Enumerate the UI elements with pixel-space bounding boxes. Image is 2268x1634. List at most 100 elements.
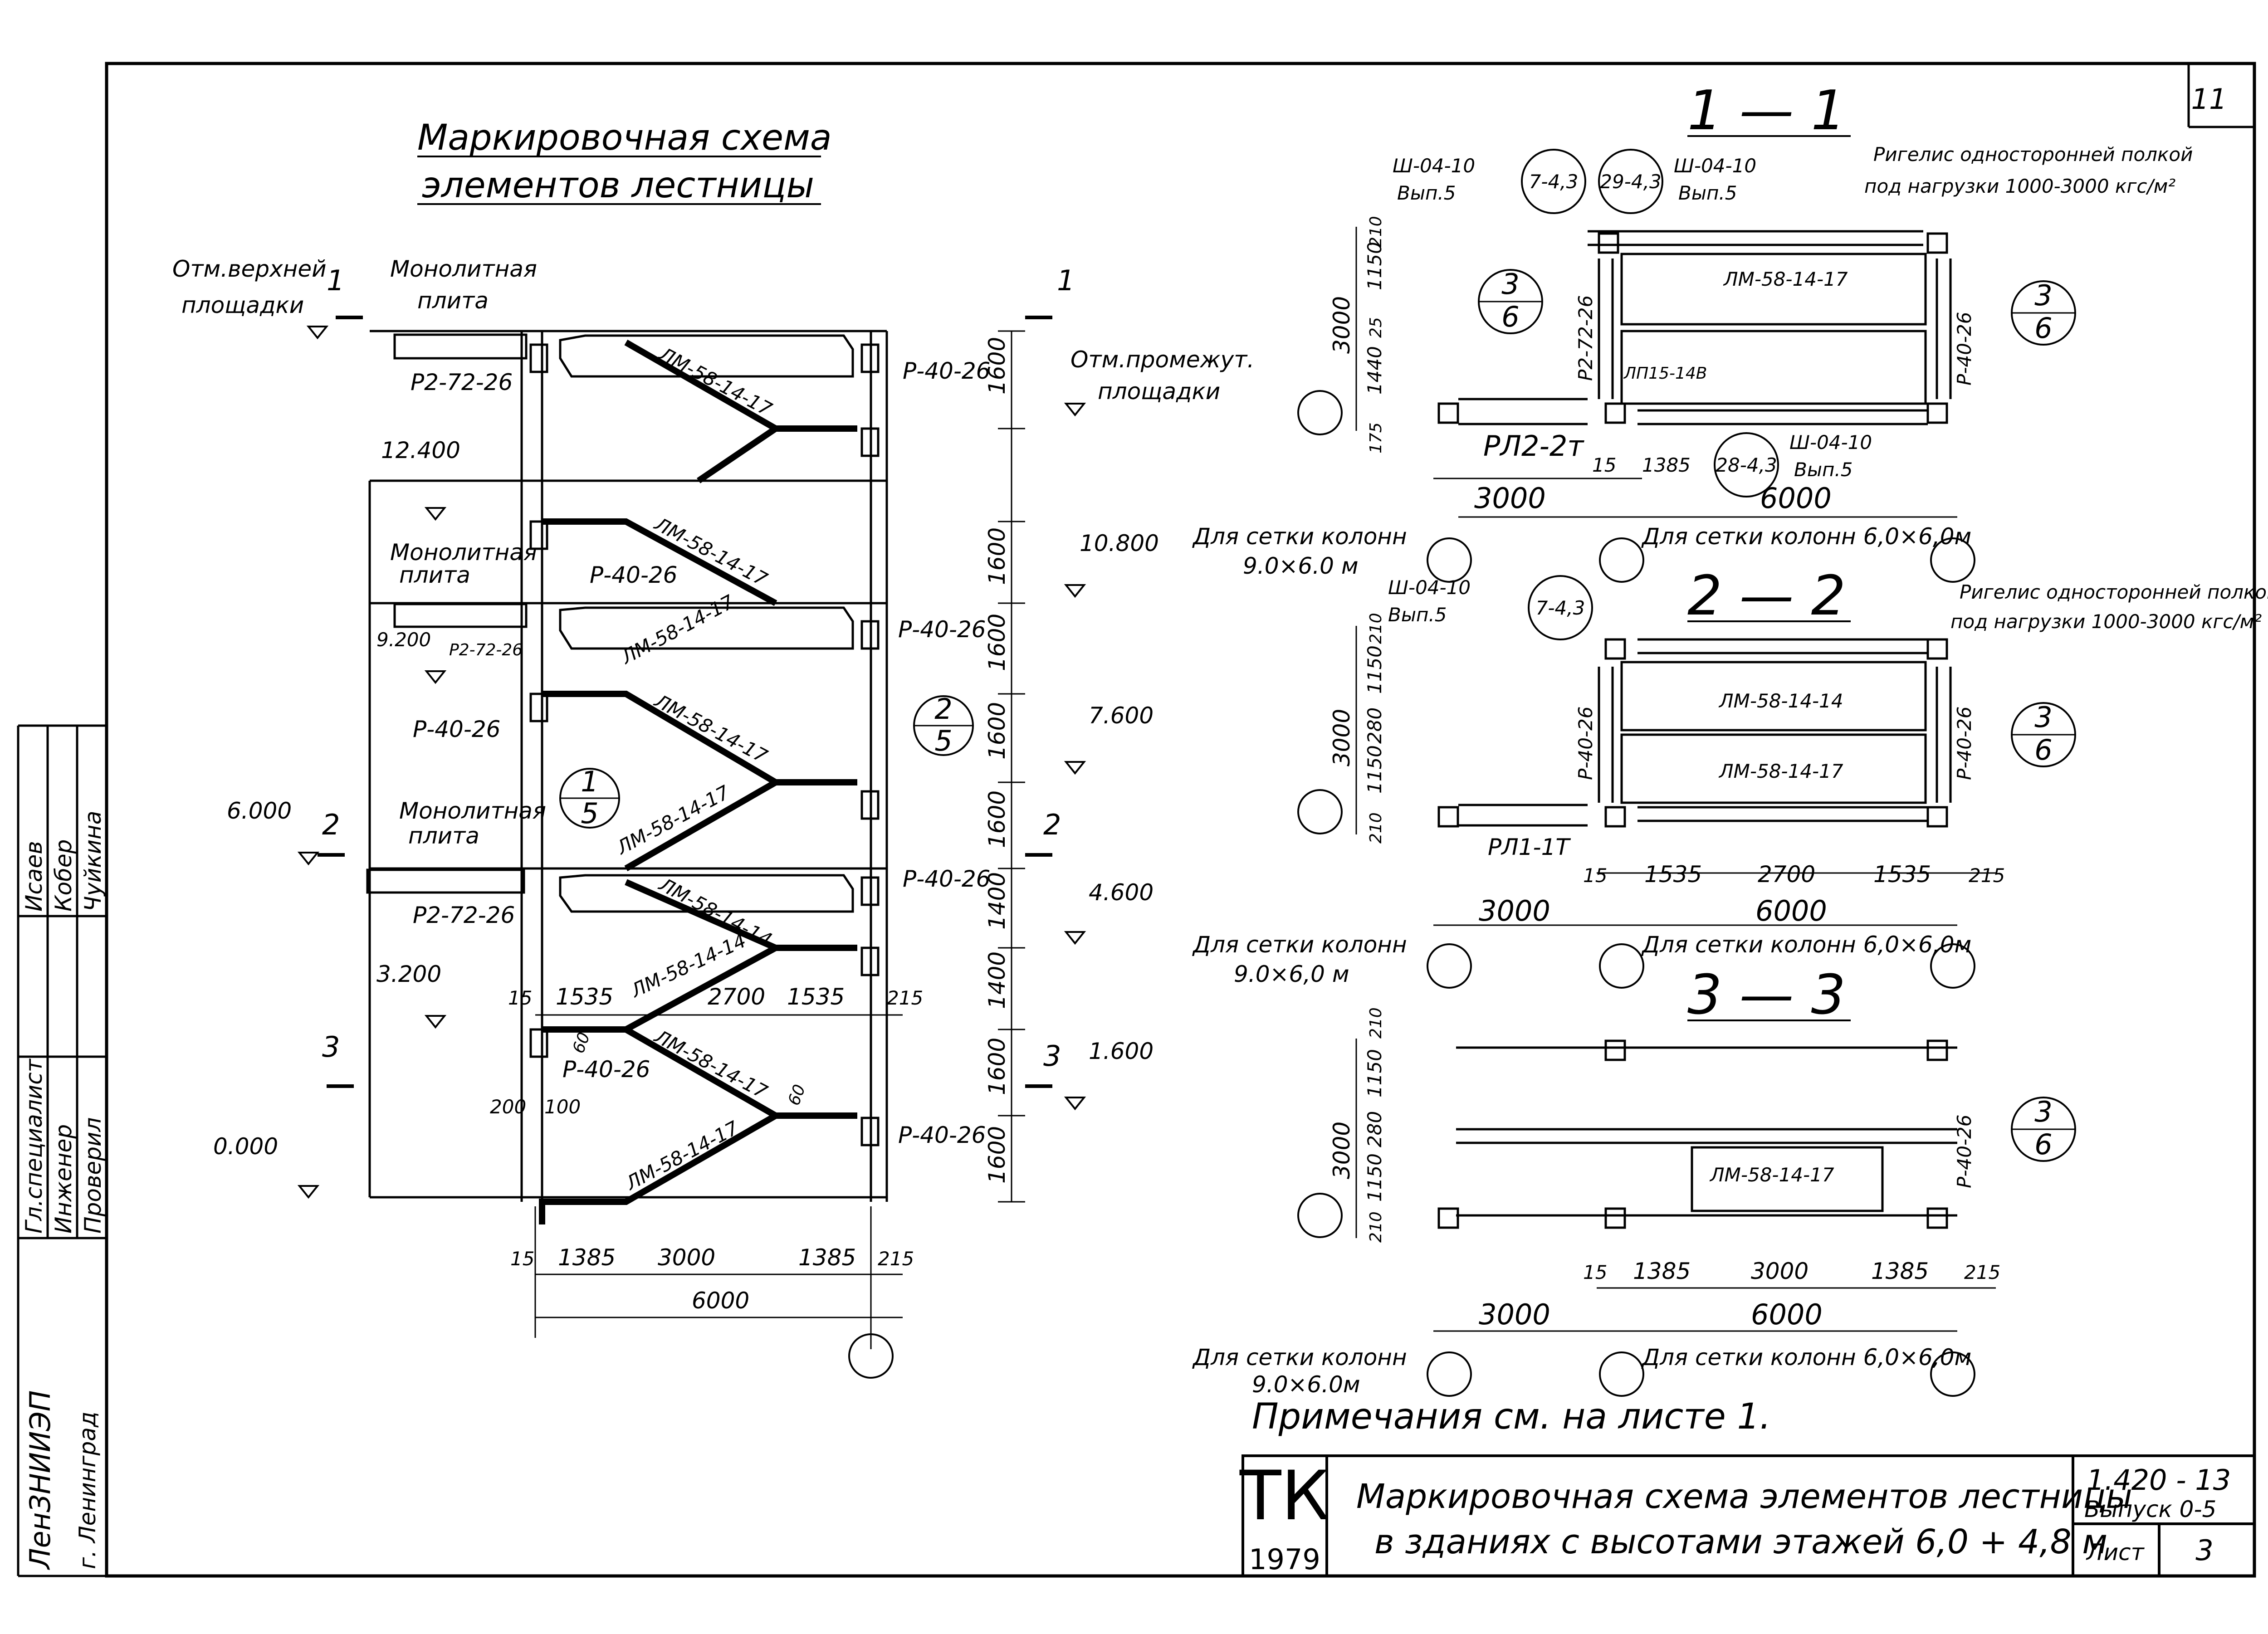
- s2-hdim-15: 15: [1583, 864, 1607, 887]
- level-6000: 6.000: [227, 798, 292, 824]
- stamp-tk: ТК: [1239, 1457, 1330, 1536]
- side-org-mark: ЛенЗНИИЭП: [24, 1390, 57, 1570]
- elevation-flights: [539, 339, 857, 1224]
- elem-p2-lower: Р2-72-26: [413, 902, 515, 928]
- side-name-3: Чуйкина: [80, 811, 106, 912]
- s2-grid-left-2: 9.0×6,0 м: [1234, 961, 1349, 987]
- s3-hdim-1385b: 1385: [1871, 1258, 1929, 1284]
- dim-60b: 60: [785, 1082, 809, 1108]
- s2-c74: 7-4,3: [1536, 597, 1585, 619]
- s1-rigel-1: Ригелис односторонней полкой: [1873, 143, 2193, 166]
- flight-8: ЛМ-58-14-17: [650, 1025, 772, 1103]
- s2-vdim-280: 280: [1364, 707, 1386, 744]
- s3-hdim-3000-grid: 3000: [1479, 1298, 1550, 1331]
- label-mid-landing-2: площадки: [1098, 378, 1220, 405]
- callout-2-5-num: 2: [934, 693, 952, 726]
- elem-p40-5: Р-40-26: [903, 866, 990, 892]
- s2-callout-74: [1528, 575, 1593, 640]
- s1-sh-c: Ш-04-10: [1789, 431, 1872, 454]
- s1-vdim-1150: 1150: [1364, 242, 1386, 290]
- label-mono1-2: плита: [417, 288, 489, 314]
- dim-100: 100: [544, 1096, 581, 1118]
- s3-vdim-280: 280: [1364, 1111, 1386, 1147]
- stamp-sheet-no: 3: [2195, 1534, 2213, 1567]
- elem-p2-top: Р2-72-26: [411, 369, 513, 395]
- section3-title: 3 — 3: [1687, 964, 1846, 1027]
- side-role-1: Гл.специалист: [21, 1058, 47, 1234]
- level-3200: 3.200: [376, 961, 441, 987]
- s2-grid-left-1: Для сетки колонн: [1192, 932, 1407, 958]
- s2-hdim-215: 215: [1969, 864, 2005, 887]
- label-top-landing-2: площадки: [181, 292, 304, 318]
- sheet-number: 11: [2191, 83, 2227, 116]
- elem-p40-7: Р-40-26: [898, 1122, 986, 1148]
- dim-bot-1385a: 1385: [558, 1244, 616, 1271]
- s3-flight: ЛМ-58-14-17: [1709, 1164, 1834, 1186]
- main-title-line1: Маркировочная схема: [417, 117, 832, 158]
- s3-grid-right: Для сетки колонн 6,0×6,0м: [1641, 1344, 1971, 1371]
- s3-grid-left-1: Для сетки колонн: [1192, 1344, 1407, 1371]
- height-9: 1600: [984, 1126, 1010, 1184]
- s1-callout-74: [1521, 149, 1586, 214]
- cut-1-right: 1: [1057, 264, 1075, 297]
- side-role-2: Инженер: [50, 1124, 77, 1234]
- s2-rl: РЛ1-1Т: [1488, 834, 1571, 860]
- s3-vdim-1150b: 1150: [1364, 1153, 1386, 1202]
- s2-grid-right: Для сетки колонн 6,0×6,0м: [1641, 932, 1971, 958]
- stamp-desc-1: Маркировочная схема элементов лестницы: [1356, 1477, 2132, 1516]
- dim-mid-1535b: 1535: [787, 984, 845, 1010]
- dim-mid-2700: 2700: [708, 984, 765, 1010]
- side-role-3: Проверил: [80, 1117, 106, 1234]
- level-7600: 7.600: [1089, 702, 1154, 729]
- section1-structure: [1355, 227, 1957, 518]
- s2-flight-a: ЛМ-58-14-14: [1718, 690, 1843, 712]
- side-stamp-frame: [17, 724, 107, 1577]
- s1-callout-284: [1714, 432, 1779, 498]
- s3-hdim-6000: 6000: [1751, 1298, 1823, 1331]
- height-4: 1600: [984, 702, 1010, 760]
- s1-vyp-c: Вып.5: [1794, 458, 1853, 481]
- section1-title: 1 — 1: [1687, 79, 1846, 142]
- s3-callout-den: 6: [2034, 1128, 2052, 1161]
- s1-vdim-175: 175: [1367, 422, 1385, 454]
- section2-structure: [1355, 626, 1996, 926]
- s2-vyp: Вып.5: [1388, 604, 1447, 626]
- stamp-sheet-label: Лист: [2086, 1539, 2145, 1566]
- s1-vdim-1440: 1440: [1364, 346, 1386, 395]
- side-name-2: Кобер: [50, 839, 77, 912]
- callout-2-5-den: 5: [934, 724, 952, 757]
- stamp-desc-2: в зданиях с высотами этажей 6,0 + 4,8 м: [1374, 1522, 2107, 1561]
- s1-callout-294: [1598, 149, 1663, 214]
- elevation-dim-lines: [534, 330, 1025, 1349]
- dim-bot-total: 6000: [692, 1288, 749, 1314]
- s2-hdim-2700: 2700: [1758, 861, 1815, 888]
- s2-callout-num: 3: [2034, 701, 2052, 734]
- notes-reference: Примечания см. на листе 1.: [1252, 1396, 1771, 1437]
- height-2: 1600: [984, 527, 1010, 585]
- height-3: 1600: [984, 614, 1010, 671]
- elem-p40-6: Р-40-26: [562, 1056, 650, 1083]
- s1-rigel-2: под нагрузки 1000-3000 кгс/м²: [1864, 175, 2175, 197]
- s1-p40: Р-40-26: [1953, 312, 1975, 385]
- s1-hdim-1385: 1385: [1642, 454, 1691, 476]
- side-city: г. Ленинград: [74, 1411, 101, 1569]
- dim-200: 200: [490, 1096, 526, 1118]
- height-1: 1600: [984, 337, 1010, 395]
- s2-hdim-3000: 3000: [1479, 894, 1550, 927]
- s2-p40-r: Р-40-26: [1953, 706, 1975, 780]
- label-mid-landing-1: Отм.промежут.: [1070, 346, 1254, 373]
- s3-hdim-215: 215: [1964, 1261, 2000, 1283]
- side-name-1: Исаев: [21, 841, 47, 912]
- elem-p40-2: Р-40-26: [590, 562, 677, 588]
- height-7: 1400: [984, 951, 1010, 1009]
- s2-callout-den: 6: [2034, 733, 2052, 766]
- s1-vdim-3000: 3000: [1329, 296, 1355, 354]
- s2-rigel-2: под нагрузки 1000-3000 кгс/м²: [1950, 610, 2262, 633]
- s1-callout-right-num: 3: [2034, 279, 2052, 312]
- s1-grid-right: Для сетки колонн 6,0×6,0м: [1641, 523, 1971, 550]
- elem-p40-3: Р-40-26: [898, 616, 986, 643]
- flight-1: ЛМ-58-14-17: [655, 342, 776, 421]
- height-8: 1600: [984, 1038, 1010, 1095]
- s2-p40-l: Р-40-26: [1574, 706, 1597, 780]
